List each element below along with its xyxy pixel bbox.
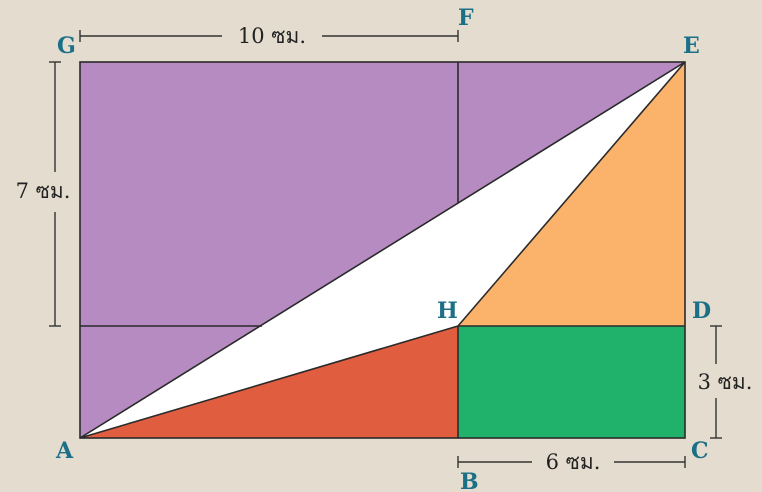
dimension-bc-label: 6 ซม. — [546, 450, 601, 474]
dimension-gf: 10 ซม. — [79, 24, 459, 48]
point-label-b: B — [460, 469, 479, 492]
point-label-f: F — [458, 5, 474, 31]
point-label-g: G — [57, 33, 76, 59]
green-rectangle — [458, 326, 685, 438]
line-h-to-e — [457, 61, 686, 327]
line-a-to-h — [79, 325, 459, 439]
point-label-h: H — [437, 298, 458, 324]
dimension-dc: 3 ซม. — [698, 325, 753, 439]
dimension-gf-label: 10 ซม. — [238, 24, 306, 48]
point-label-a: A — [55, 438, 74, 464]
point-label-e: E — [683, 33, 700, 59]
dimension-ga-label: 7 ซม. — [16, 179, 71, 203]
line-a-to-e — [79, 61, 686, 439]
outer-rectangle — [79, 61, 686, 439]
dimension-dc-label: 3 ซม. — [698, 370, 753, 394]
dimension-bc: 6 ซม. — [457, 450, 686, 474]
point-label-d: D — [692, 298, 711, 324]
dimension-ga: 7 ซม. — [16, 61, 71, 327]
point-label-c: C — [691, 438, 709, 464]
